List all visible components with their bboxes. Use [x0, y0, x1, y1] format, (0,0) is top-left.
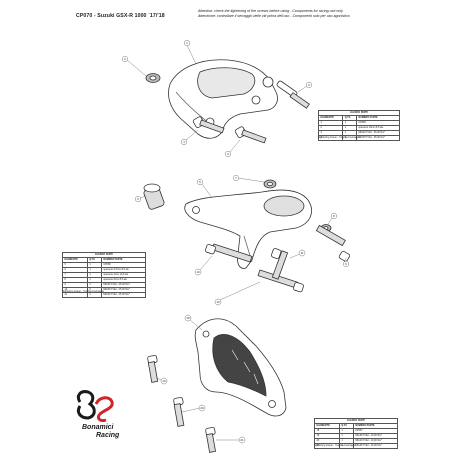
safety-notice: Attention: check the tightening of the s…	[198, 9, 438, 18]
svg-text:4: 4	[183, 140, 185, 144]
svg-text:2: 2	[124, 57, 126, 61]
screw-part-19	[147, 355, 159, 383]
svg-text:18: 18	[186, 316, 190, 320]
svg-text:1: 1	[186, 41, 188, 45]
callout-18: 18	[184, 314, 192, 322]
svg-text:6: 6	[137, 197, 139, 201]
svg-text:3: 3	[308, 83, 310, 87]
callout-7: 7	[232, 174, 239, 181]
callout-3: 3	[306, 81, 313, 88]
callout-21: 21	[238, 436, 246, 444]
screw-part-4b	[234, 126, 267, 144]
callout-20: 20	[198, 404, 206, 412]
callout-10a: 10	[194, 268, 202, 276]
cell-element: 4	[317, 135, 344, 141]
svg-text:21: 21	[240, 438, 244, 442]
svg-text:10: 10	[216, 300, 220, 304]
callout-4b: 4	[224, 150, 231, 157]
cell-part-number: M8x45 TCEI - 25,00 Nm*	[355, 135, 401, 141]
bonamici-b8-logo-icon	[76, 390, 114, 422]
guard-cp067	[194, 318, 287, 417]
svg-text:10: 10	[196, 270, 200, 274]
screw-part-10a	[205, 243, 253, 263]
torque-note-1: *tightening torque - *coppia di serraggi…	[318, 136, 360, 139]
screw-part-4a	[192, 116, 225, 134]
svg-text:4: 4	[227, 152, 229, 156]
page-title: CP070 - Suzuki GSX-R 1000 `17/'18	[76, 13, 165, 19]
screw-part-20	[173, 397, 185, 427]
parts-table-3: ELENCO PARTI ELEMENTO Q.TÀ NUMERO PARTE …	[314, 418, 399, 449]
callout-2: 2	[121, 56, 128, 63]
svg-text:7: 7	[235, 176, 237, 180]
torque-note-3: *tightening torque - *coppia di serraggi…	[314, 444, 356, 447]
screw-part-21	[205, 427, 216, 453]
screw-part-3	[276, 80, 310, 109]
parts-table-1: ELENCO PARTI ELEMENTO Q.TÀ NUMERO PARTE …	[317, 110, 401, 141]
callouts: 1 2 3 4 4 5 6 7 8 9 10 10 11 18 19 20 21	[121, 40, 350, 444]
svg-text:11: 11	[300, 251, 303, 255]
cell-qty: 1	[86, 292, 102, 298]
callout-5: 5	[196, 178, 203, 185]
screw-part-9	[315, 224, 350, 262]
callout-19: 19	[160, 377, 168, 385]
callout-1: 1	[183, 40, 190, 47]
parts-table-2: ELENCO PARTI ELEMENTO Q.TÀ NUMERO PARTE …	[62, 252, 147, 298]
callout-10b: 10	[214, 298, 222, 306]
notice-line-en: Attention: check the tightening of the s…	[198, 9, 344, 13]
callout-9: 9	[343, 261, 350, 268]
brand-name-line1: Bonamici	[82, 424, 114, 431]
svg-text:20: 20	[200, 406, 204, 410]
cell-element: 11	[62, 292, 88, 298]
spacer-part-6	[143, 183, 165, 210]
callout-11: 11	[298, 249, 306, 257]
notice-line-it: Attenzione: controllare il serraggio del…	[198, 13, 350, 18]
bracket-cp068	[184, 189, 312, 269]
svg-text:9: 9	[345, 262, 347, 266]
torque-note-2: *tightening torque - *coppia di serraggi…	[62, 290, 104, 293]
spacer-part-2	[145, 73, 161, 83]
svg-text:19: 19	[162, 379, 166, 383]
brand-name-line2: Racing	[96, 432, 120, 439]
callout-8: 8	[331, 212, 338, 219]
callout-4a: 4	[180, 138, 187, 145]
spacer-part-7	[263, 179, 277, 189]
cell-part-number: M8x60 TCEI - 25,00 Nm*	[100, 292, 147, 298]
svg-text:5: 5	[199, 180, 201, 184]
callout-6: 6	[134, 195, 141, 202]
screw-part-10b	[257, 269, 304, 293]
leader-lines	[126, 44, 347, 441]
bracket-cp069	[168, 59, 278, 139]
screw-part-11	[271, 248, 289, 280]
svg-text:8: 8	[333, 214, 335, 218]
cell-part-number: M6x45 TCEI - 10,00 Nm*	[352, 443, 399, 449]
